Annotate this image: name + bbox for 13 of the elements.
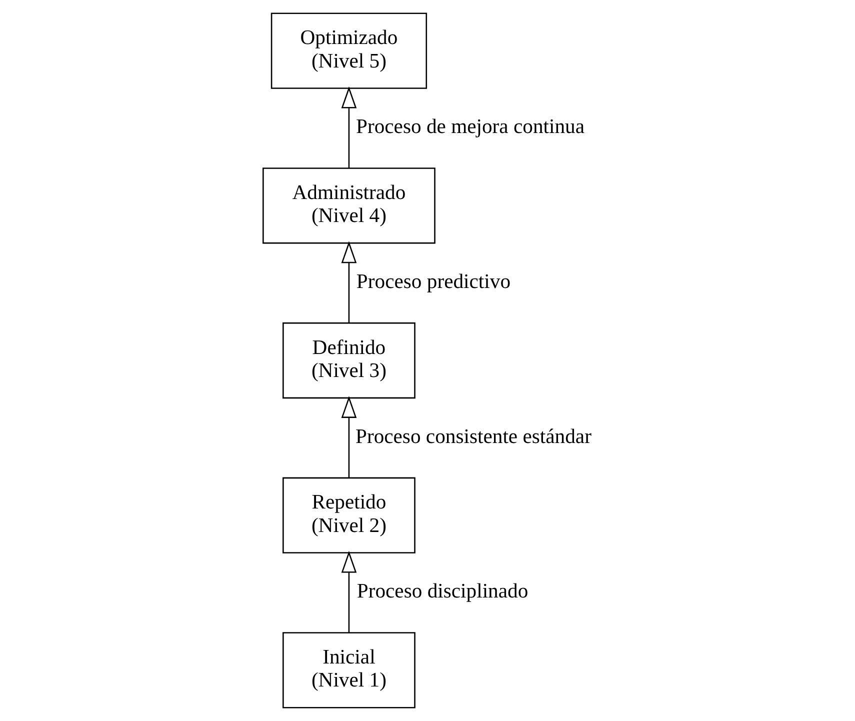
edge-label: Proceso predictivo — [356, 270, 510, 293]
edge-label: Proceso de mejora continua — [355, 116, 584, 138]
node-box: Optimizado (Nivel 5) — [270, 12, 427, 89]
node-box: Inicial (Nivel 1) — [282, 632, 415, 708]
arrow — [340, 86, 356, 168]
edge-label: Proceso disciplinado — [356, 580, 528, 603]
arrow — [340, 550, 356, 632]
node-box: Repetido (Nivel 2) — [282, 477, 415, 554]
edge-label: Proceso consistente estándar — [354, 426, 591, 448]
node-box: Definido (Nivel 3) — [282, 322, 415, 399]
node-box: Administrado (Nivel 4) — [262, 168, 435, 244]
arrow — [340, 241, 356, 323]
arrow — [340, 396, 356, 478]
